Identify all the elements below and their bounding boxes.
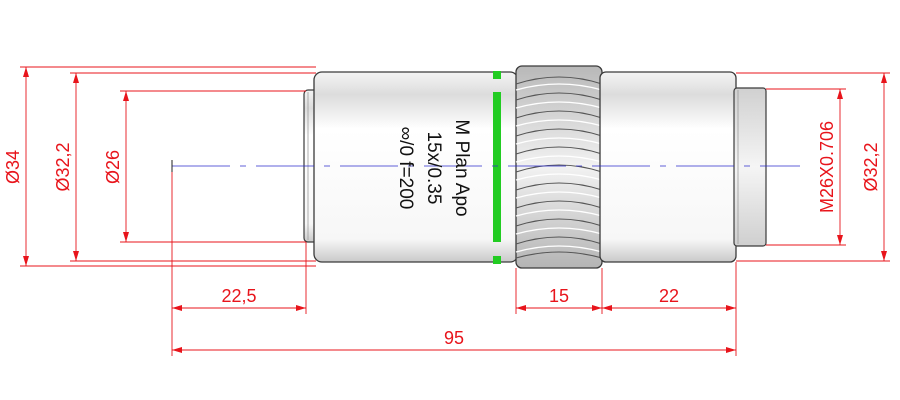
dim-diameter-32-right: Ø32,2 [861,142,881,191]
dim-length-22-5: 22,5 [221,286,256,306]
dim-diameter-26: Ø26 [103,150,123,184]
objective-label-line3: ∞/0 f=200 [395,127,416,210]
dim-diameter-34: Ø34 [3,150,23,184]
dim-length-95: 95 [444,328,464,348]
dimension-arrows [23,67,887,353]
dim-thread: M26X0.706 [817,121,837,213]
objective-label-line1: M Plan Apo [451,119,472,216]
knurled-ring [515,65,603,269]
color-band [493,71,501,79]
dim-diameter-32-left: Ø32,2 [53,142,73,191]
color-band-lower [493,256,501,264]
objective-label: M Plan Apo 15x/0.35 ∞/0 f=200 [395,119,472,216]
dim-length-22: 22 [659,286,679,306]
dim-length-15: 15 [549,286,569,306]
dimension-lines [20,66,890,356]
rear-barrel [599,71,737,263]
color-band-main [493,92,501,242]
objective-label-line2: 15x/0.35 [423,132,444,205]
optical-axis [171,160,800,172]
mounting-thread [733,87,767,247]
objective-body [303,65,767,269]
